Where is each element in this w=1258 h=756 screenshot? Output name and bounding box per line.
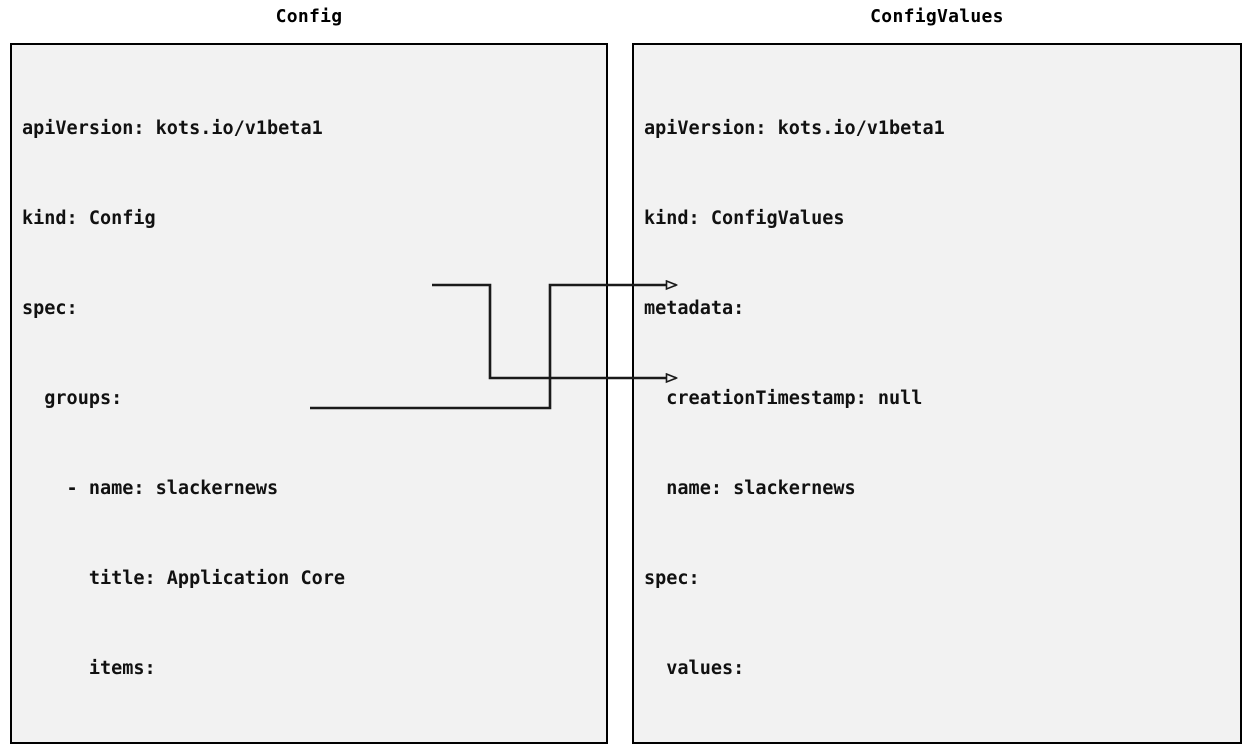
code-line: groups: xyxy=(22,388,123,409)
configvalues-yaml-code: apiVersion: kots.io/v1beta1 kind: Config… xyxy=(644,54,1236,742)
code-line: kind: ConfigValues xyxy=(644,208,845,229)
code-line: name: slackernews xyxy=(644,478,856,499)
code-line: - name: slackernews xyxy=(22,478,279,499)
code-line: values: xyxy=(644,658,745,679)
code-line: spec: xyxy=(22,298,78,319)
config-yaml-code: apiVersion: kots.io/v1beta1 kind: Config… xyxy=(22,54,602,742)
code-line: metadata: xyxy=(644,298,745,319)
code-line: apiVersion: kots.io/v1beta1 xyxy=(22,118,323,139)
code-line: kind: Config xyxy=(22,208,156,229)
config-panel-title: Config xyxy=(275,6,343,27)
code-line: creationTimestamp: null xyxy=(644,388,923,409)
code-line: items: xyxy=(22,658,156,679)
configvalues-panel-title: ConfigValues xyxy=(870,6,1004,27)
code-line: apiVersion: kots.io/v1beta1 xyxy=(644,118,945,139)
code-line: title: Application Core xyxy=(22,568,346,589)
code-line: spec: xyxy=(644,568,700,589)
config-yaml-panel: apiVersion: kots.io/v1beta1 kind: Config… xyxy=(10,43,608,744)
configvalues-yaml-panel: apiVersion: kots.io/v1beta1 kind: Config… xyxy=(632,43,1242,744)
